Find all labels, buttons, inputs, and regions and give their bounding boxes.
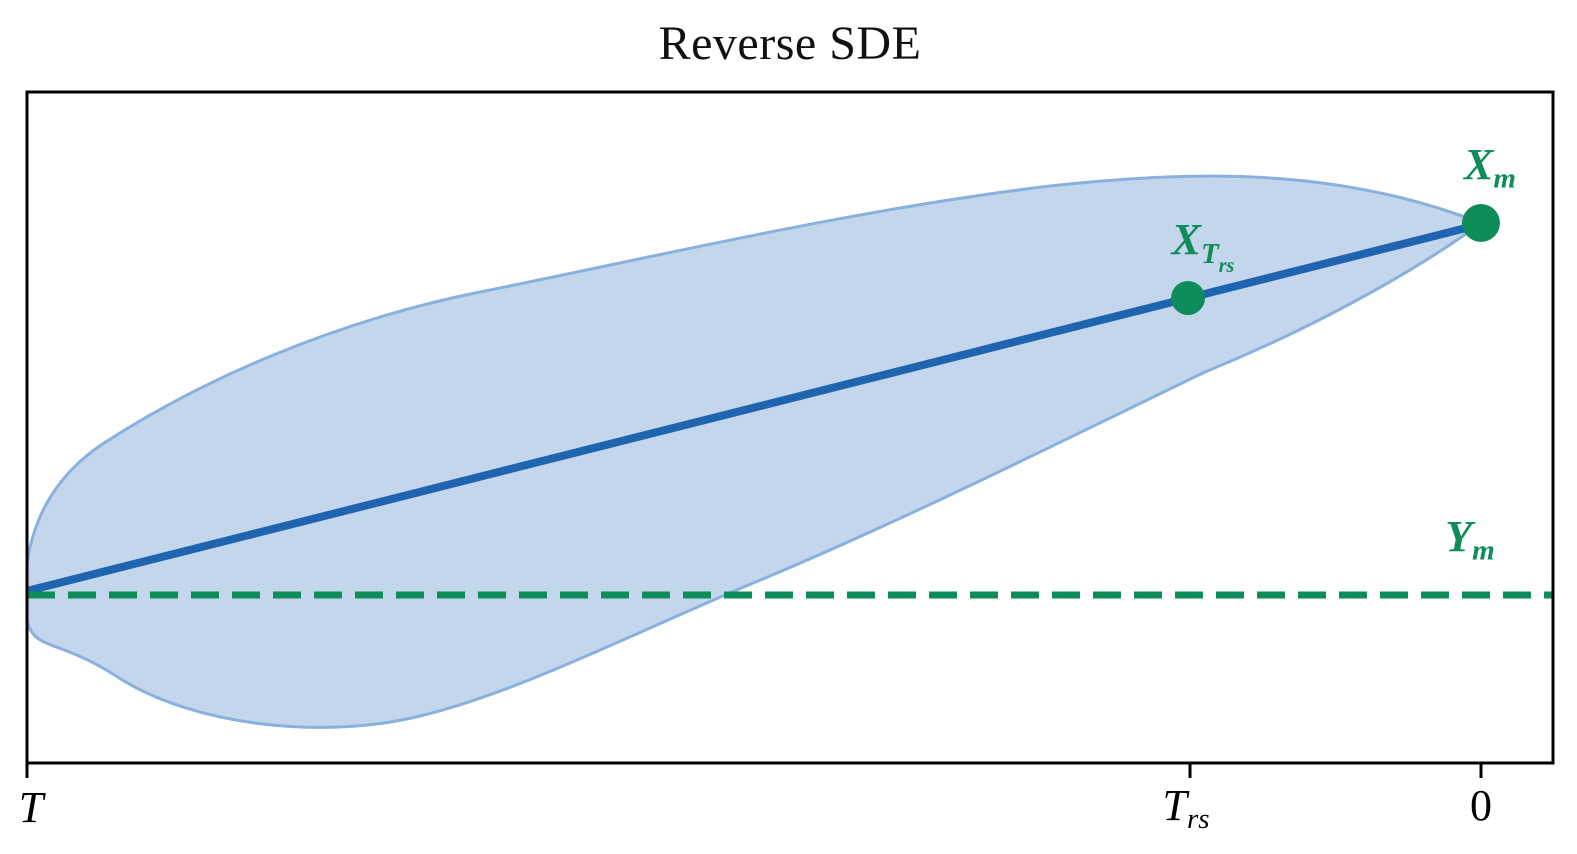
figure-title: Reverse SDE bbox=[658, 17, 922, 70]
uncertainty-region bbox=[28, 174, 1485, 729]
xtick-label-Trs-sub: rs bbox=[1186, 803, 1210, 836]
xtick-label-Trs-base: T bbox=[1162, 781, 1187, 830]
xtick-label-Trs: Trs bbox=[1162, 781, 1209, 834]
xm-label-sub: m bbox=[1493, 162, 1516, 195]
xm-marker bbox=[1462, 204, 1500, 242]
ym-label: Ym bbox=[1445, 512, 1494, 566]
mean-trajectory-line bbox=[26, 220, 1483, 595]
xm-label-base: X bbox=[1464, 140, 1494, 189]
xtrs-label: XTrs bbox=[1171, 215, 1235, 276]
plot-border bbox=[25, 90, 1555, 765]
ym-label-sub: m bbox=[1472, 534, 1495, 567]
axis-ticks bbox=[25, 764, 1483, 778]
xm-label: Xm bbox=[1464, 140, 1516, 194]
xtick-label-0: 0 bbox=[1470, 781, 1492, 830]
xtrs-marker bbox=[1171, 281, 1205, 315]
xtrs-label-subsub: rs bbox=[1218, 254, 1235, 277]
xtrs-label-base: X bbox=[1171, 215, 1202, 265]
ym-label-base: Y bbox=[1445, 512, 1473, 561]
xtrs-label-sub: T bbox=[1201, 237, 1219, 270]
xtick-label-T: T bbox=[18, 783, 44, 832]
